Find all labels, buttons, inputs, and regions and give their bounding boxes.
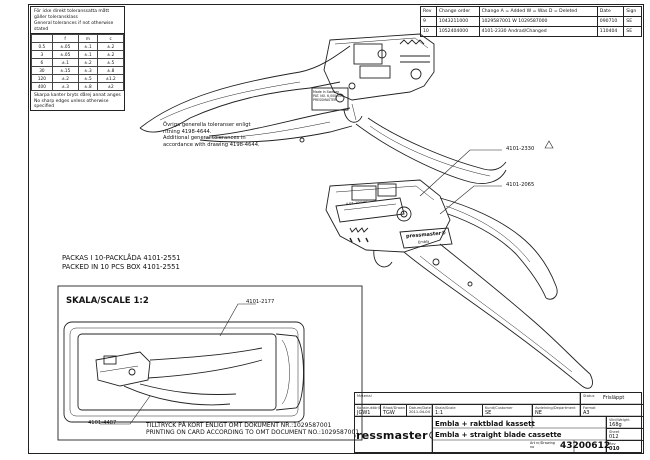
product-title-sv: Embla + raktblad kassett <box>435 420 535 428</box>
date-label: Datum/Date <box>409 406 431 410</box>
customer-value: SE <box>485 410 492 416</box>
title-block: Material Status Frisläppt Konstruktör/De… <box>354 392 643 454</box>
date-cell: Datum/Date 2011-04-04 <box>407 405 433 417</box>
top-tool-drawing <box>139 33 507 184</box>
sheet-label: Sheet <box>609 430 620 434</box>
callout-4101-4487: 4101-4487 <box>88 420 117 426</box>
material-cell: Material <box>355 393 581 405</box>
general-tolerance-note: Övriga generella toleranser enligt ritni… <box>163 122 260 148</box>
front-tool-drawing <box>325 179 593 389</box>
format-label: Format <box>583 406 596 410</box>
tolerance-cell: ±.3 <box>51 82 79 91</box>
designer-value: JGW1 <box>357 410 371 416</box>
callout-4101-2065: 4101-2065 <box>506 182 535 188</box>
weight-label: Vikt/Weight <box>609 418 630 422</box>
tolerance-header: För icke direkt toleranssatta mått gälle… <box>31 7 124 34</box>
format-value: A3 <box>583 410 590 416</box>
designer-label: Konstruktör/Designer <box>357 406 380 410</box>
status-label: Status <box>583 394 595 398</box>
weight-value: 168g <box>609 422 622 428</box>
scale-title: SKALA/SCALE 1:2 <box>66 296 149 306</box>
department-label: Avdelning/Department <box>535 406 576 410</box>
scale-value: 1:1 <box>435 410 444 416</box>
spacer <box>433 441 437 443</box>
package-drawing <box>63 321 305 423</box>
status-cell: Status Frisläppt <box>581 393 643 405</box>
product-title-en: Embla + straight blade cassette <box>435 431 562 439</box>
customer-label: Kund/Customer <box>485 406 513 410</box>
rev-value: 010 <box>609 446 620 452</box>
logo-cell: pressmaster® <box>355 417 433 454</box>
product-cell: Embla + raktblad kassett Embla + straigh… <box>433 417 607 454</box>
revision-cell: 4101-2330 Andrad/Changed <box>478 26 598 37</box>
customer-cell: Kund/Customer SE <box>483 405 533 417</box>
revision-cell: 10 <box>420 26 437 37</box>
drawing-number-box: 43200612 <box>560 438 610 453</box>
date-value: 2011-04-04 <box>409 410 430 414</box>
tolerance-row: 400±.3±.8±2 <box>31 82 124 91</box>
drawn-value: TGW <box>383 410 395 416</box>
sheet-cell: Sheet 012 <box>607 429 643 441</box>
tolerance-footer: Skarpa kanter bryts dårej annat anges No… <box>34 93 121 109</box>
pressmaster-logo: pressmaster® <box>355 429 432 442</box>
top-tool-badge: Made in Sweden PAT. NO. 6,000,000 PRESSM… <box>313 90 344 102</box>
tolerance-row: 3±.05±.1±.2 <box>31 50 124 59</box>
department-cell: Avdelning/Department NE <box>533 405 581 417</box>
designer-cell: Konstruktör/Designer JGW1 <box>355 405 381 417</box>
drawn-cell: Ritad/Drawn TGW <box>381 405 407 417</box>
packing-note: PACKAS I 10-PACKLÅDA 4101-2551 PACKED IN… <box>62 254 181 271</box>
status-value: Frisläppt <box>603 395 625 401</box>
drawing-number-label: Art nr/Drawing no <box>530 441 555 449</box>
material-label: Material <box>357 394 372 398</box>
department-value: NE <box>535 410 542 416</box>
tolerance-box: För icke direkt toleranssatta mått gälle… <box>30 6 125 111</box>
scale-label: Skala/Scale <box>435 406 456 410</box>
format-cell: Format A3 <box>581 405 643 417</box>
weight-cell: Vikt/Weight 168g <box>607 417 643 429</box>
rev-label: Rev <box>609 442 616 446</box>
revision-cell: SE <box>623 26 642 37</box>
scale-cell: Skala/Scale 1:1 <box>433 405 483 417</box>
drawn-label: Ritad/Drawn <box>383 406 406 410</box>
callout-4101-2177: 4101-2177 <box>246 299 275 305</box>
tolerance-cell: ±2 <box>97 82 124 91</box>
drawing-frame <box>28 4 644 454</box>
rev-cell: Rev 010 <box>607 441 643 454</box>
printing-note: TILLTRYCK PÅ KORT ENLIGT OMT DOKUMENT NR… <box>146 422 360 436</box>
drawing-number: 43200612 <box>560 440 611 451</box>
callout-4101-2330: 4101-2330 <box>506 146 535 152</box>
sheet-value: 012 <box>609 434 619 440</box>
